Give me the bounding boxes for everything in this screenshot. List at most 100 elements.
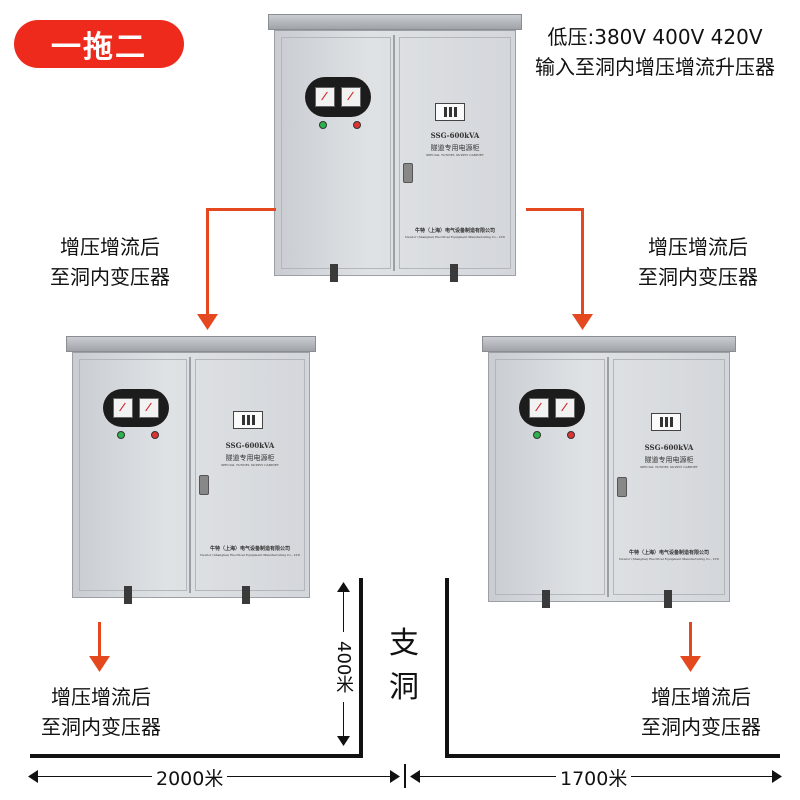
arrow-line: [98, 622, 101, 660]
distance-right-label: 1700米: [556, 764, 632, 791]
arrow-left-icon: [28, 770, 38, 783]
cabinet-name-label: 隧道专用电源柜: [225, 454, 275, 462]
cabinet-roof: [268, 14, 522, 30]
maker-cn-label: 牛特（上海）电气设备制造有限公司: [209, 546, 290, 552]
arrow-left-icon: [410, 770, 420, 783]
door-split: [393, 35, 395, 271]
cabinet-body: SSG-600kVA 隧道专用电源柜 SPECIAL TUNNEL SUPPLY…: [488, 352, 730, 602]
cabinet-foot: [542, 590, 550, 608]
note-line: 至洞内变压器: [638, 265, 758, 289]
meter-window: [103, 389, 169, 427]
arrow-line: [581, 208, 584, 320]
arrow-line: [526, 208, 584, 211]
left-door: [281, 37, 391, 269]
arrow-line: [206, 208, 276, 211]
door-handle-icon: [403, 163, 413, 183]
meter-icon: [315, 87, 335, 107]
door-split: [607, 357, 609, 597]
left-lower-note: 增压增流后 至洞内变压器: [16, 682, 186, 742]
maker-cn-label: 牛特（上海）电气设备制造有限公司: [414, 228, 495, 234]
model-label: SSG-600kVA: [644, 443, 694, 452]
cabinet-name-label: 隧道专用电源柜: [644, 456, 694, 464]
tunnel-floor-left: [30, 754, 363, 758]
maker-en-label: Newtor (Shanghai) Electrical Equipment M…: [200, 553, 300, 557]
cabinet-subname-label: SPECIAL TUNNEL SUPPLY CABINET: [640, 465, 698, 469]
indicator-lamp-icon: [319, 121, 327, 129]
title-badge: 一拖二: [14, 20, 184, 68]
arrow-up-icon: [337, 582, 350, 592]
dimension-center-tick: [404, 764, 406, 788]
top-note: 低压:380V 400V 420V 输入至洞内增压增流升压器: [520, 22, 790, 82]
door-split: [189, 357, 191, 593]
meter-icon: [555, 398, 575, 418]
arrow-right-icon: [772, 770, 782, 783]
indicator-lamp-icon: [151, 431, 159, 439]
indicator-lamp-icon: [353, 121, 361, 129]
model-label: SSG-600kVA: [225, 441, 275, 450]
model-label: SSG-600kVA: [430, 131, 480, 140]
indicator-lamp-icon: [533, 431, 541, 439]
door-handle-icon: [199, 475, 209, 495]
cabinet-roof: [66, 336, 316, 352]
tunnel-wall-left: [359, 578, 363, 758]
nameplate-icon: [651, 413, 681, 431]
note-line: 增压增流后: [648, 235, 748, 259]
distance-left-label: 2000米: [152, 764, 228, 791]
meter-icon: [341, 87, 361, 107]
indicator-lamp-icon: [117, 431, 125, 439]
arrow-down-icon: [197, 314, 218, 330]
cabinet-body: SSG-600kVA 隧道专用电源柜 SPECIAL TUNNEL SUPPLY…: [72, 352, 310, 598]
arrow-line: [689, 622, 692, 660]
arrow-down-icon: [680, 656, 701, 672]
cabinet-left: SSG-600kVA 隧道专用电源柜 SPECIAL TUNNEL SUPPLY…: [66, 336, 316, 606]
arrow-down-icon: [89, 656, 110, 672]
cabinet-foot: [664, 590, 672, 608]
maker-en-label: Newtor (Shanghai) Electrical Equipment M…: [405, 235, 505, 239]
arrow-down-icon: [572, 314, 593, 330]
meter-window: [305, 77, 371, 117]
branch-tunnel-char: 支: [389, 626, 419, 661]
right-door: [195, 359, 305, 591]
cabinet-top: SSG-600kVA 隧道专用电源柜 SPECIAL TUNNEL SUPPLY…: [268, 14, 522, 284]
tunnel-floor-right: [445, 754, 780, 758]
cabinet-subname-label: SPECIAL TUNNEL SUPPLY CABINET: [221, 463, 279, 467]
arrow-down-icon: [337, 736, 350, 746]
note-line: 至洞内变压器: [50, 265, 170, 289]
door-handle-icon: [617, 477, 627, 497]
arrow-right-icon: [390, 770, 400, 783]
maker-cn-label: 牛特（上海）电气设备制造有限公司: [628, 550, 709, 556]
meter-icon: [139, 398, 159, 418]
meter-window: [519, 389, 585, 427]
note-line: 至洞内变压器: [641, 715, 761, 739]
right-lower-note: 增压增流后 至洞内变压器: [616, 682, 786, 742]
indicator-lamp-icon: [567, 431, 575, 439]
distance-vertical-label: 400米: [330, 632, 356, 702]
cabinet-name-label: 隧道专用电源柜: [430, 144, 480, 152]
top-note-line2: 输入至洞内增压增流升压器: [535, 55, 775, 79]
note-line: 增压增流后: [651, 685, 751, 709]
top-note-line1: 低压:380V 400V 420V: [547, 25, 763, 49]
cabinet-foot: [242, 586, 250, 604]
note-line: 增压增流后: [60, 235, 160, 259]
cabinet-roof: [482, 336, 736, 352]
arrow-line: [206, 208, 209, 320]
right-upper-note: 增压增流后 至洞内变压器: [608, 232, 788, 292]
maker-en-label: Newtor (Shanghai) Electrical Equipment M…: [619, 557, 719, 561]
cabinet-subname-label: SPECIAL TUNNEL SUPPLY CABINET: [426, 153, 484, 157]
note-line: 增压增流后: [51, 685, 151, 709]
nameplate-icon: [435, 103, 465, 121]
cabinet-right: SSG-600kVA 隧道专用电源柜 SPECIAL TUNNEL SUPPLY…: [482, 336, 736, 610]
cabinet-foot: [450, 264, 458, 282]
meter-icon: [529, 398, 549, 418]
left-upper-note: 增压增流后 至洞内变压器: [20, 232, 200, 292]
cabinet-foot: [330, 264, 338, 282]
branch-tunnel-char: 洞: [389, 670, 419, 705]
left-door: [79, 359, 187, 591]
cabinet-foot: [124, 586, 132, 604]
nameplate-icon: [233, 411, 263, 429]
tunnel-wall-right: [445, 578, 449, 758]
note-line: 至洞内变压器: [41, 715, 161, 739]
meter-icon: [113, 398, 133, 418]
left-door: [495, 359, 605, 595]
cabinet-body: SSG-600kVA 隧道专用电源柜 SPECIAL TUNNEL SUPPLY…: [274, 30, 516, 276]
